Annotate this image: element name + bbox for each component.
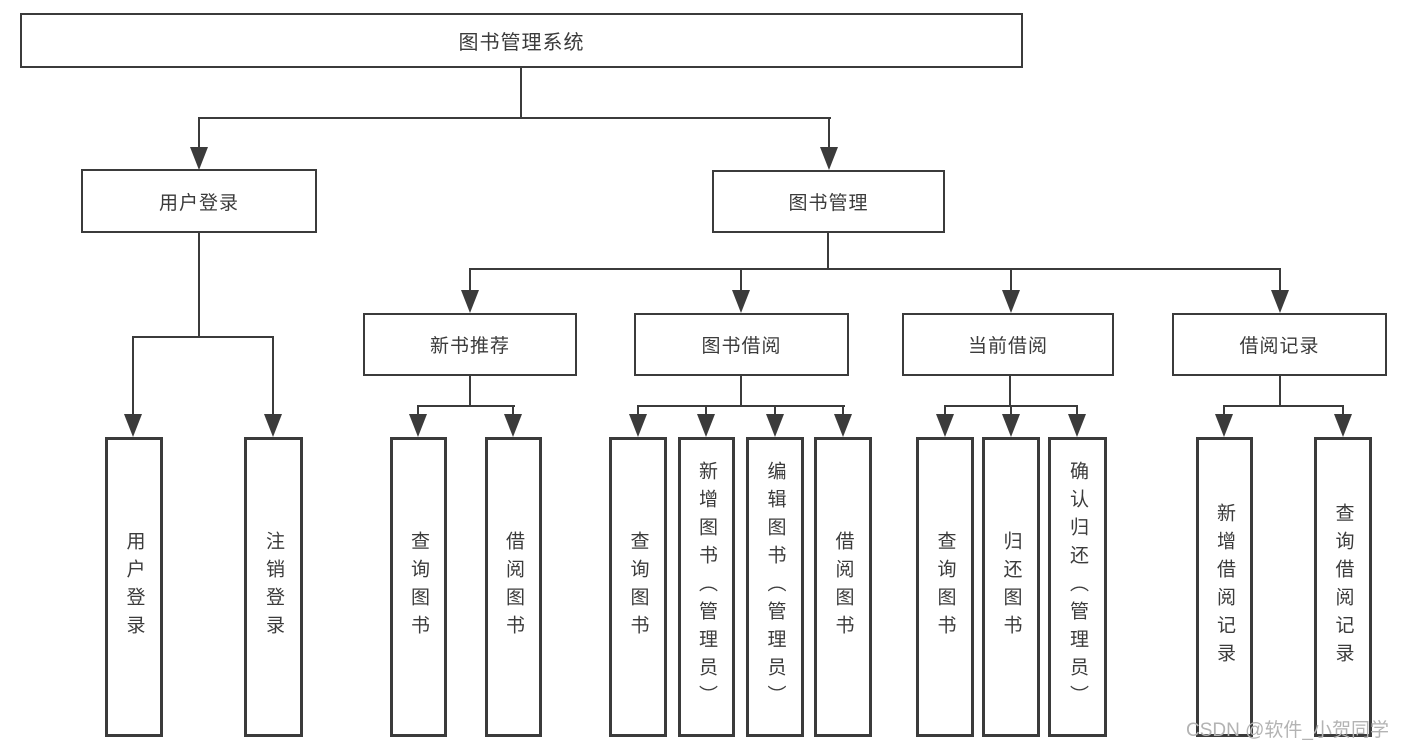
leaf-box-label: 确认归还（管理员） [1067, 461, 1088, 713]
arrowhead-down-icon [1002, 290, 1020, 313]
leaf-box-query-books-current: 查询图书 [916, 437, 974, 737]
arrowhead-down-icon [766, 414, 784, 437]
connector-line [842, 405, 844, 416]
csdn-watermark: CSDN @软件_小贺同学 [1186, 720, 1389, 741]
connector-line [1279, 376, 1281, 407]
connector-line [1009, 376, 1011, 407]
arrowhead-down-icon [1334, 414, 1352, 437]
arrowhead-down-icon [697, 414, 715, 437]
arrowhead-down-icon [732, 290, 750, 313]
arrowhead-down-icon [504, 414, 522, 437]
arrowhead-down-icon [629, 414, 647, 437]
section-box-new-book-recommendation: 新书推荐 [363, 313, 577, 376]
branch-box-book-management: 图书管理 [712, 170, 945, 233]
connector-line [469, 268, 1281, 270]
leaf-box-label: 查询图书 [934, 531, 956, 643]
connector-line [740, 376, 742, 407]
connector-line [637, 405, 639, 416]
leaf-box-return-books: 归还图书 [982, 437, 1040, 737]
connector-line [132, 336, 274, 338]
connector-line [1342, 405, 1344, 416]
leaf-box-edit-books-admin: 编辑图书（管理员） [746, 437, 804, 737]
section-box-current-borrowing: 当前借阅 [902, 313, 1114, 376]
section-box-label: 新书推荐 [429, 336, 510, 357]
branch-box-label: 用户登录 [158, 192, 239, 214]
connector-line [828, 117, 830, 149]
connector-line [272, 336, 274, 416]
branch-box-label: 图书管理 [788, 193, 869, 214]
leaf-box-label: 新增借阅记录 [1214, 503, 1235, 671]
connector-line [198, 117, 831, 119]
connector-line [1076, 405, 1078, 416]
arrowhead-down-icon [1215, 414, 1233, 437]
leaf-box-add-books-admin: 新增图书（管理员） [678, 437, 735, 737]
connector-line [740, 268, 742, 292]
leaf-box-label: 用户登录 [123, 531, 145, 643]
leaf-box-query-books-borrowing: 查询图书 [609, 437, 667, 737]
arrowhead-down-icon [1271, 290, 1289, 313]
connector-line [1010, 405, 1012, 416]
leaf-box-add-borrow-record: 新增借阅记录 [1196, 437, 1253, 737]
leaf-box-label: 编辑图书（管理员） [764, 461, 786, 713]
arrowhead-down-icon [124, 414, 142, 437]
connector-line [705, 405, 707, 416]
leaf-box-label: 查询图书 [408, 531, 429, 643]
connector-line [417, 405, 515, 407]
leaf-box-label: 借阅图书 [832, 531, 854, 643]
leaf-box-user-login: 用户登录 [105, 437, 163, 737]
section-box-label: 当前借阅 [967, 336, 1048, 357]
leaf-box-borrow-books-recommend: 借阅图书 [485, 437, 542, 737]
section-box-borrowing-records: 借阅记录 [1172, 313, 1387, 376]
connector-line [1223, 405, 1225, 416]
leaf-box-label: 借阅图书 [503, 531, 524, 643]
leaf-box-label: 归还图书 [1000, 531, 1022, 643]
leaf-box-label: 查询图书 [627, 531, 649, 643]
connector-line [512, 405, 514, 416]
connector-line [944, 405, 946, 416]
connector-line [417, 405, 419, 416]
leaf-box-confirm-return-admin: 确认归还（管理员） [1048, 437, 1107, 737]
leaf-box-label: 查询借阅记录 [1332, 503, 1354, 671]
connector-line [469, 268, 471, 292]
arrowhead-down-icon [936, 414, 954, 437]
arrowhead-down-icon [190, 147, 208, 170]
root-box-library-management-system: 图书管理系统 [20, 13, 1023, 68]
connector-line [198, 117, 200, 149]
connector-line [637, 405, 845, 407]
arrowhead-down-icon [820, 147, 838, 170]
connector-line [1223, 405, 1344, 407]
section-box-book-borrowing: 图书借阅 [634, 313, 849, 376]
leaf-box-query-borrow-record: 查询借阅记录 [1314, 437, 1372, 737]
connector-line [469, 376, 471, 407]
connector-line [774, 405, 776, 416]
connector-line [198, 233, 200, 336]
section-box-label: 图书借阅 [701, 336, 782, 357]
connector-line [132, 336, 134, 416]
leaf-box-label: 新增图书（管理员） [696, 461, 717, 713]
branch-box-user-login: 用户登录 [81, 169, 317, 233]
arrowhead-down-icon [409, 414, 427, 437]
root-box-label: 图书管理系统 [458, 32, 585, 54]
arrowhead-down-icon [461, 290, 479, 313]
leaf-box-borrow-books: 借阅图书 [814, 437, 872, 737]
arrowhead-down-icon [834, 414, 852, 437]
arrowhead-down-icon [1002, 414, 1020, 437]
connector-line [827, 233, 829, 270]
section-box-label: 借阅记录 [1239, 336, 1320, 357]
connector-line [1010, 268, 1012, 292]
leaf-box-query-books-recommend: 查询图书 [390, 437, 447, 737]
connector-line [520, 67, 522, 118]
leaf-box-logout: 注销登录 [244, 437, 303, 737]
connector-line [1279, 268, 1281, 292]
leaf-box-label: 注销登录 [263, 531, 284, 643]
arrowhead-down-icon [264, 414, 282, 437]
arrowhead-down-icon [1068, 414, 1086, 437]
